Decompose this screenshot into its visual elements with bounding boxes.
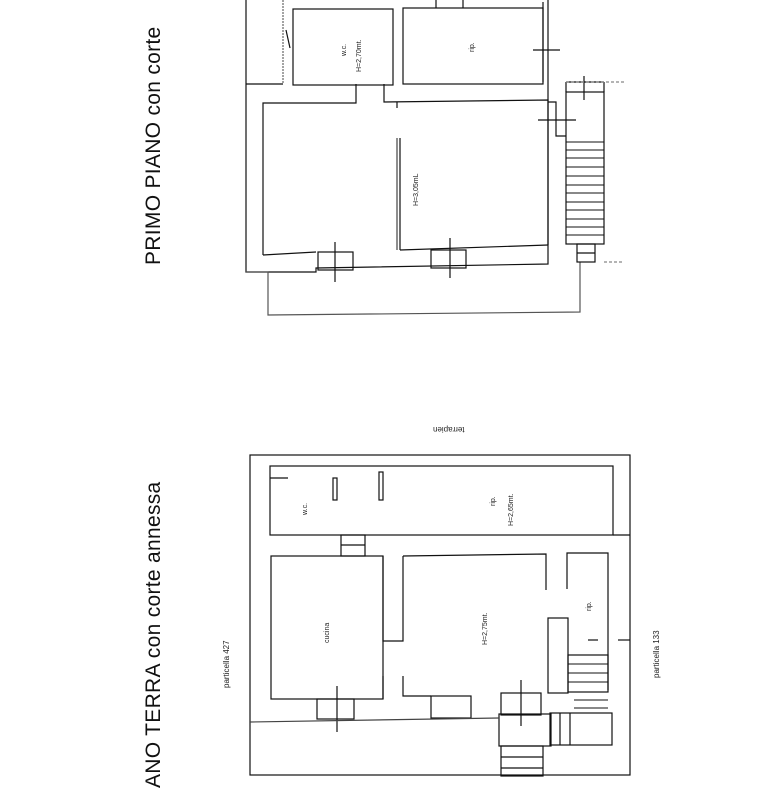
upper-floor-plan bbox=[245, 0, 624, 316]
upper-rip-label: rip. bbox=[469, 42, 476, 52]
main-room-height: H=2,75mt. bbox=[482, 612, 489, 646]
lower-wc-label: w.c. bbox=[302, 502, 309, 515]
cucina-label: cucina bbox=[324, 622, 331, 643]
lower-floor-plan bbox=[249, 454, 631, 777]
upper-wc-height: H=2,70mt. bbox=[356, 39, 363, 73]
upper-main-height: H=3,05mL bbox=[413, 173, 420, 207]
particella-133-label: particella 133 bbox=[652, 630, 661, 678]
lower-rip-right-label: rip. bbox=[586, 601, 593, 611]
upper-wc-label: w.c. bbox=[341, 43, 348, 56]
lower-plan-title: ANO TERRA con corte annessa bbox=[142, 481, 165, 788]
particella-427-label: particella 427 bbox=[222, 640, 231, 688]
lower-rip-top-height: H=2,65mt. bbox=[508, 493, 515, 527]
terrapien-label: terrapien bbox=[433, 425, 465, 434]
upper-plan-title: PRIMO PIANO con corte bbox=[142, 26, 165, 265]
lower-rip-top-label: rip. bbox=[490, 496, 497, 506]
